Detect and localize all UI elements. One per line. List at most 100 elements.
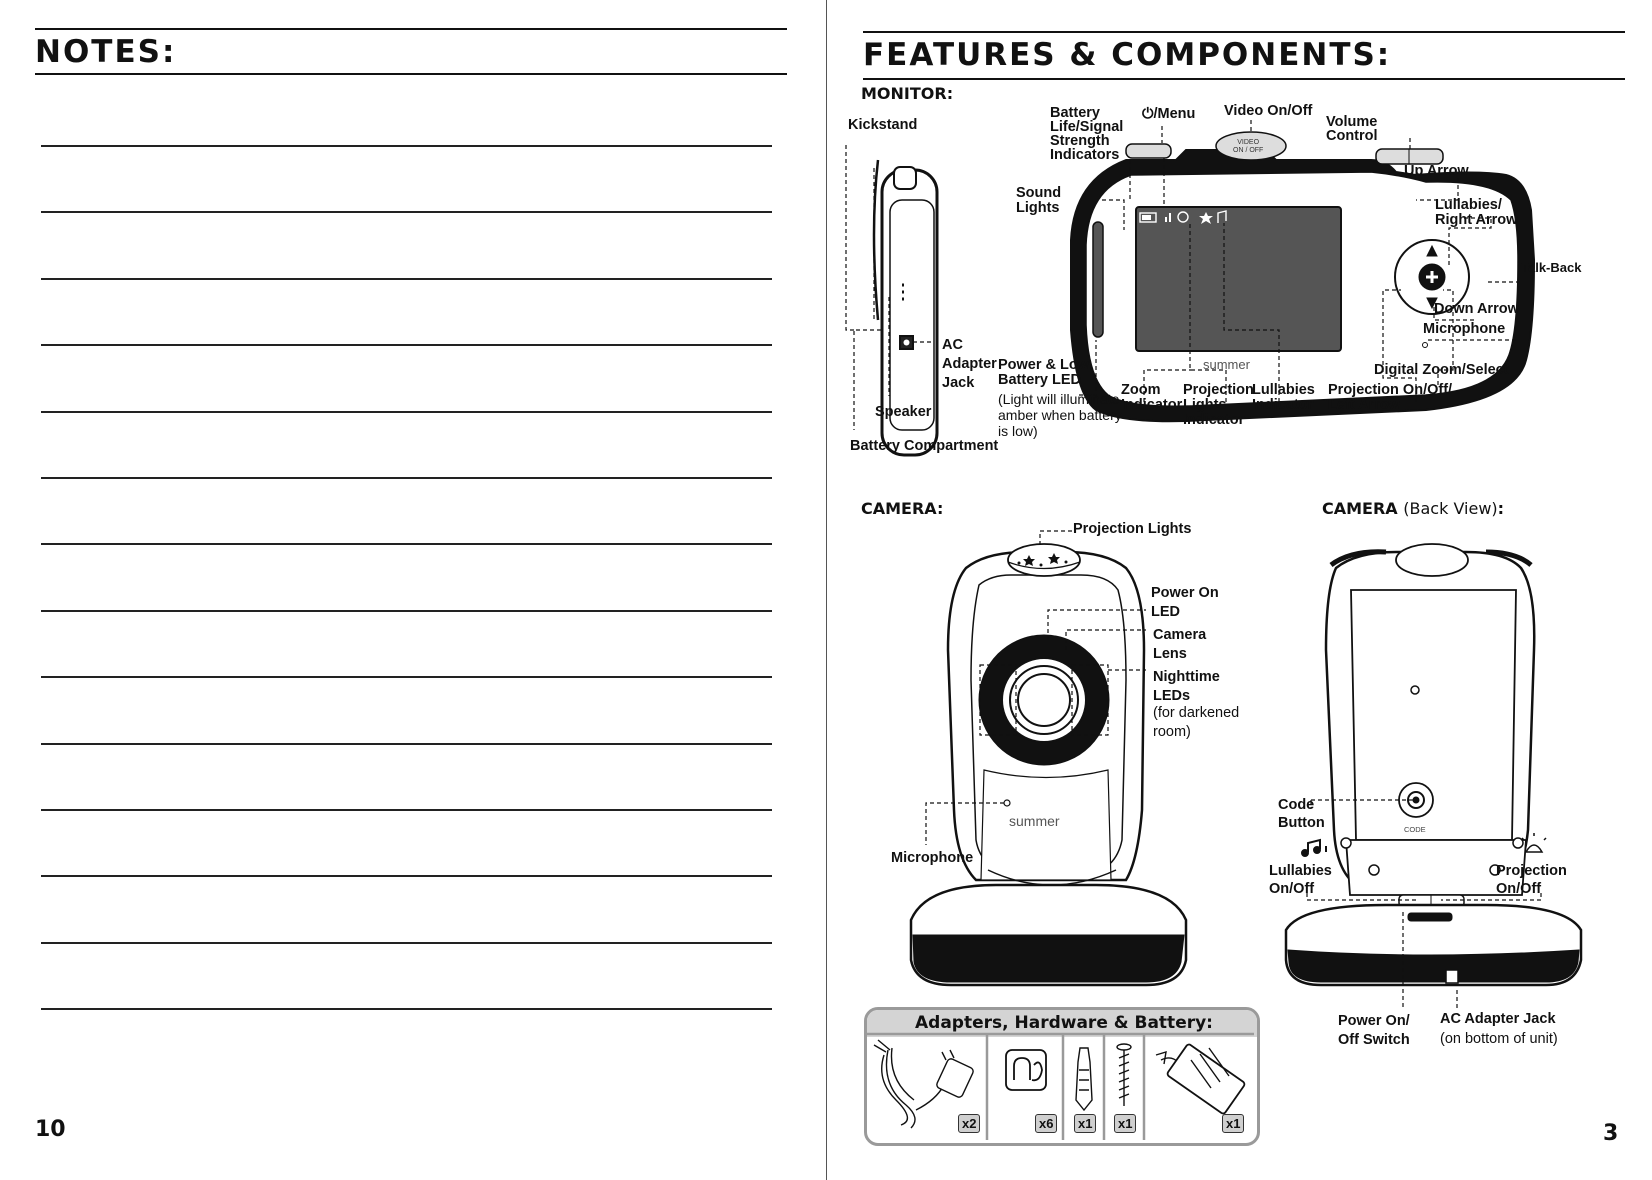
projection-left-2: Left Arrow (1328, 397, 1400, 413)
power-on-led-2: LED (1151, 604, 1180, 620)
note-line (41, 211, 772, 213)
ac-adapter-label-2: Adapter (942, 356, 997, 372)
camera-microphone-label: Microphone (891, 850, 974, 866)
page-number-left: 10 (35, 1117, 66, 1142)
ac-adapter-label-3: Jack (942, 375, 975, 391)
kickstand-label: Kickstand (848, 117, 918, 133)
power-led-note: (Light will illuminate amber when batter… (998, 391, 1122, 439)
zoom-indicator-2: Indicator (1121, 397, 1183, 413)
projection-left-label: Projection On/Off/ Left Arrow (1328, 383, 1452, 413)
note-line (41, 942, 772, 944)
lullabies-right-2: Right Arrow (1435, 212, 1518, 228)
page-divider (826, 0, 827, 1180)
camera-back-title: CAMERA (Back View): (1322, 499, 1504, 518)
projection-onoff-label: Projection On/Off (1496, 862, 1567, 898)
qty-cord-clips: x6 (1035, 1114, 1058, 1133)
power-switch-label: Power On/ Off Switch (1338, 1012, 1410, 1050)
lullabies-indicator-label: Lullabies Indicator (1252, 383, 1315, 413)
features-heading: FEATURES & COMPONENTS: (863, 37, 1392, 73)
power-led-note-3: is low) (998, 423, 1038, 439)
lullabies-indicator-1: Lullabies (1252, 382, 1315, 398)
lullabies-onoff-1: Lullabies (1269, 863, 1332, 879)
monitor-side-view (845, 145, 939, 457)
heading-rule (35, 73, 787, 75)
notes-page: NOTES: 10 (35, 28, 787, 1142)
qty-wall-anchor: x1 (1074, 1114, 1097, 1133)
page-number-right: 3 (1603, 1121, 1619, 1146)
sound-lights-2: Lights (1016, 200, 1060, 216)
ac-adapter-jack-back-label: AC Adapter Jack (1440, 1011, 1556, 1027)
notes-heading: NOTES: (35, 34, 177, 70)
digital-zoom-label: Digital Zoom/Select (1374, 362, 1509, 378)
nighttime-note-1: (for darkened (1153, 705, 1240, 721)
nighttime-note: (for darkened room) (1153, 704, 1239, 742)
proj-lights-ind-1: Projection (1183, 382, 1254, 398)
camera-brand-logo: summer (1009, 813, 1060, 829)
power-led-1: Power & Low (998, 357, 1090, 373)
video-button-line-2: ON / OFF (1233, 147, 1264, 154)
projection-onoff-1: Projection (1496, 863, 1567, 879)
code-button-text[interactable]: CODE (1404, 825, 1426, 834)
monitor-brand-logo: summer (1203, 357, 1250, 372)
proj-lights-ind-3: Indicator (1183, 412, 1245, 428)
battery-label-1: Battery (1050, 105, 1100, 121)
monitor-front-view (1070, 120, 1536, 423)
zoom-indicator-label: Zoom Indicator (1121, 383, 1182, 413)
video-button-line-1: VIDEO (1237, 139, 1260, 146)
note-line (41, 1008, 772, 1010)
volume-label-2: Control (1326, 128, 1378, 144)
ac-adapter-label-1: AC (942, 337, 963, 353)
qty-ac-adapter: x2 (958, 1114, 981, 1133)
projection-lights-label: Projection Lights (1073, 521, 1192, 537)
volume-label: Volume Control (1326, 115, 1378, 144)
video-button-text[interactable]: VIDEO ON / OFF (1233, 139, 1263, 155)
power-led-label: Power & Low Battery LED (998, 358, 1089, 388)
power-on-led-label: Power On LED (1151, 584, 1219, 622)
camera-back-title-colon: : (1497, 499, 1505, 518)
sound-lights-label: Sound Lights (1016, 186, 1061, 216)
lullabies-onoff-label: Lullabies On/Off (1269, 862, 1332, 898)
nighttime-leds-1: Nighttime (1153, 669, 1220, 685)
ac-adapter-jack-note: (on bottom of unit) (1440, 1031, 1558, 1047)
qty-battery-pack: x1 (1222, 1114, 1245, 1133)
code-button-1: Code (1278, 797, 1315, 813)
proj-lights-ind-2: Lights (1183, 397, 1227, 413)
power-led-2: Battery LED (998, 372, 1081, 388)
features-rule (863, 78, 1625, 80)
power-led-note-1: (Light will illuminate (998, 391, 1120, 407)
lullabies-right-label: Lullabies/ Right Arrow (1435, 198, 1517, 228)
speaker-label: Speaker (875, 404, 932, 420)
power-on-led-1: Power On (1151, 585, 1219, 601)
code-button-2: Button (1278, 815, 1325, 831)
features-page: FEATURES & COMPONENTS: 3 MONITOR: Kickst… (826, 0, 1652, 1180)
camera-title: CAMERA: (861, 499, 944, 518)
zoom-indicator-1: Zoom (1121, 382, 1161, 398)
up-arrow-label: Up Arrow (1404, 163, 1469, 179)
nighttime-note-2: room) (1153, 724, 1191, 740)
note-line (41, 809, 772, 811)
accessories-header (867, 1010, 1257, 1037)
note-line (41, 278, 772, 280)
battery-label-2: Life/Signal (1050, 119, 1124, 135)
note-line (41, 477, 772, 479)
battery-label-4: Indicators (1050, 147, 1120, 163)
battery-compartment-label: Battery Compartment (850, 438, 999, 454)
note-line (41, 543, 772, 545)
note-line (41, 610, 772, 612)
camera-front-view (909, 530, 1188, 987)
nighttime-leds-2: LEDs (1153, 688, 1191, 704)
top-rule (35, 28, 787, 30)
projection-onoff-2: On/Off (1496, 881, 1542, 897)
note-line (41, 743, 772, 745)
nighttime-leds-label: Nighttime LEDs (1153, 668, 1220, 706)
monitor-title: MONITOR: (861, 84, 954, 103)
video-label: Video On/Off (1224, 103, 1313, 119)
menu-label: ⏻/Menu (1142, 106, 1196, 122)
camera-lens-1: Camera (1153, 627, 1207, 643)
ac-adapter-jack-label: AC Adapter Jack (942, 336, 997, 393)
lullabies-onoff-2: On/Off (1269, 881, 1315, 897)
power-switch-1: Power On/ (1338, 1013, 1410, 1029)
camera-back-title-normal: (Back View) (1403, 499, 1498, 518)
accessories-title: Adapters, Hardware & Battery: (915, 1013, 1213, 1033)
down-arrow-label: Down Arrow (1434, 301, 1519, 317)
